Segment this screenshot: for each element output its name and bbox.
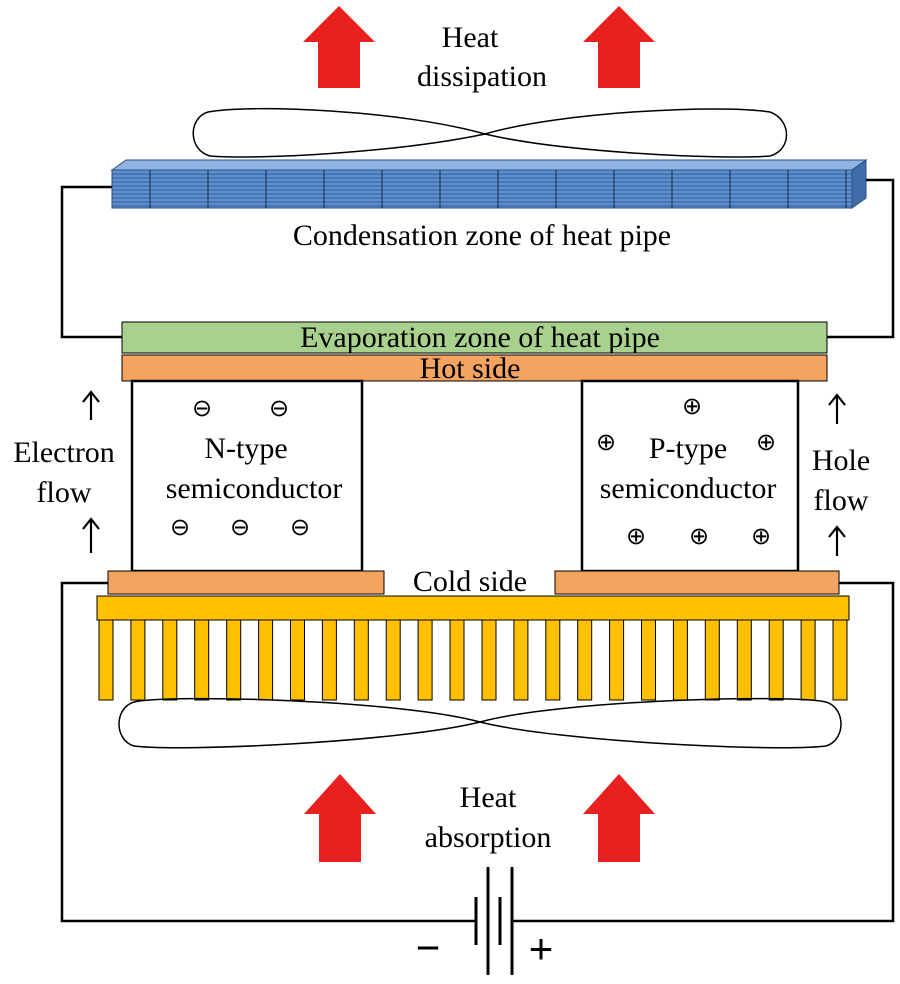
cold-side-label: Cold side xyxy=(413,565,527,598)
electron-flow-label-line2: flow xyxy=(37,476,92,509)
heat-sink-fin xyxy=(353,619,369,701)
heat-sink-fin xyxy=(800,619,816,701)
condensation-label: Condensation zone of heat pipe xyxy=(293,219,671,252)
heat-sink-fin xyxy=(768,619,784,701)
heat-sink-fins xyxy=(98,619,848,701)
heat-dissipation-arrows xyxy=(303,6,655,88)
hole-icon: ⊕ xyxy=(596,428,616,456)
heat-absorption-arrows xyxy=(304,774,655,862)
hole-flow-label-line1: Hole xyxy=(812,444,870,477)
evaporation-zone xyxy=(121,321,828,354)
hot-side-label: Hot side xyxy=(420,352,521,385)
n-type-label-line1: N-type xyxy=(204,432,287,465)
heat-sink-fin xyxy=(258,619,274,701)
heat-sink-fin xyxy=(832,619,848,701)
top-fan-icon xyxy=(192,107,788,158)
heat-sink-fin xyxy=(513,619,529,701)
heat-sink-fin xyxy=(162,619,178,701)
p-type-label-line2: semiconductor xyxy=(600,472,777,505)
electron-flow-arrows xyxy=(82,390,100,553)
p-type-label-line1: P-type xyxy=(649,432,727,465)
electron-icon: ⊖ xyxy=(269,394,289,422)
heat-absorption-arrow-right xyxy=(583,774,655,862)
n-type-label-line2: semiconductor xyxy=(166,472,343,505)
cold-side-plate-left xyxy=(107,570,385,595)
heat-sink-fin xyxy=(641,619,656,701)
condenser-fin-lines xyxy=(112,170,852,208)
heat-absorption-label-line2: absorption xyxy=(425,821,552,854)
hole-icon: ⊕ xyxy=(756,428,776,456)
heat-sink-fin xyxy=(736,619,752,701)
hot-side-plate xyxy=(121,354,828,382)
battery-plus-label: + xyxy=(529,925,554,972)
heat-sink xyxy=(96,595,850,701)
heat-absorption-label-line1: Heat xyxy=(460,781,517,814)
hole-icon: ⊕ xyxy=(751,522,771,550)
heat-sink-fin xyxy=(449,619,465,701)
heat-dissipation-arrow-left xyxy=(303,6,375,88)
hole-icon: ⊕ xyxy=(689,522,709,550)
heat-sink-fin xyxy=(194,619,210,701)
heat-absorption-arrow-left xyxy=(304,774,376,862)
heat-sink-base xyxy=(96,595,850,621)
heat-sink-fin xyxy=(577,619,593,701)
heat-sink-fin xyxy=(290,619,305,701)
bottom-fan-icon xyxy=(118,697,842,749)
heat-dissipation-label-line2: dissipation xyxy=(417,60,547,93)
heat-sink-fin xyxy=(98,619,114,701)
heat-sink-fin xyxy=(545,619,561,701)
battery-minus-label: − xyxy=(416,924,441,971)
condensation-zone xyxy=(110,159,868,209)
electron-icon: ⊖ xyxy=(290,513,310,541)
heat-dissipation-arrow-right xyxy=(583,6,655,88)
heat-sink-fin xyxy=(417,619,433,701)
n-type-semiconductor-block xyxy=(130,379,364,573)
heat-sink-fin xyxy=(704,619,720,701)
battery-icon xyxy=(474,867,514,975)
hole-flow-arrows xyxy=(828,393,846,556)
heat-sink-fin xyxy=(226,619,242,701)
heat-sink-fin xyxy=(481,619,497,701)
electron-icon: ⊖ xyxy=(170,513,190,541)
evaporation-label: Evaporation zone of heat pipe xyxy=(300,321,660,354)
heat-sink-fin xyxy=(385,619,401,701)
heat-sink-fin xyxy=(130,619,146,701)
hole-icon: ⊕ xyxy=(626,522,646,550)
cold-side-plate-right xyxy=(554,570,840,595)
hole-flow-label-line2: flow xyxy=(814,484,869,517)
electron-flow-label-line1: Electron xyxy=(13,436,115,469)
hole-icon: ⊕ xyxy=(682,392,702,420)
heat-sink-fin xyxy=(672,619,688,701)
heat-pipe-loop-wires xyxy=(60,178,895,339)
p-type-semiconductor-block xyxy=(580,379,800,573)
electron-icon: ⊖ xyxy=(192,394,212,422)
bottom-circuit-wires xyxy=(60,581,895,923)
heat-sink-fin xyxy=(321,619,337,701)
electron-icon: ⊖ xyxy=(230,513,250,541)
condenser-top-face xyxy=(110,159,868,171)
heat-sink-fin xyxy=(609,619,625,701)
heat-dissipation-label-line1: Heat xyxy=(442,21,499,54)
